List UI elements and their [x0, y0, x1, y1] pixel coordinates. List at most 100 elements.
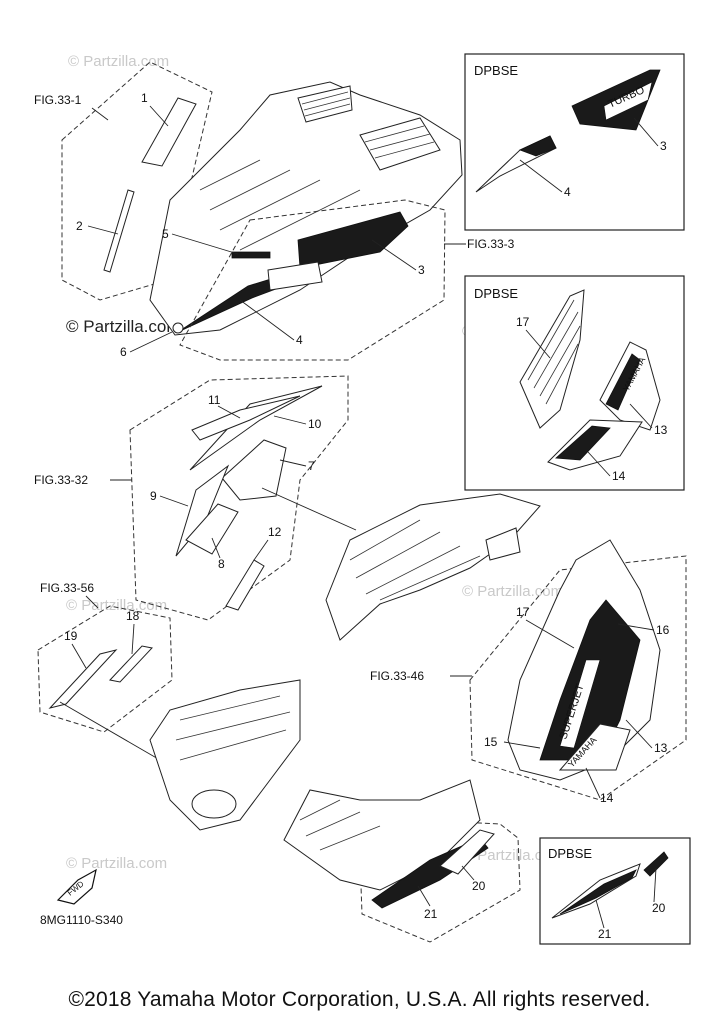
- leader: [131, 623, 135, 655]
- right-hull-side-assembly: SUPERJET YAMAHA: [507, 539, 661, 781]
- leader: [279, 459, 307, 467]
- leader: [261, 487, 357, 531]
- callout-20-dpbse: 20: [652, 901, 666, 915]
- leader: [461, 865, 475, 881]
- leader: [211, 537, 221, 559]
- decal-part-20-dpbse: [643, 851, 669, 877]
- callout-18: 18: [126, 609, 140, 623]
- decal-part-3-dpbse: TURBO: [571, 69, 661, 131]
- callout-5: 5: [162, 227, 169, 241]
- fig-ref-33-46: FIG.33-46: [370, 669, 424, 683]
- callout-14-dpbse: 14: [612, 469, 626, 483]
- fig-33-46-outline: [469, 555, 687, 801]
- callout-20: 20: [472, 879, 486, 893]
- decal-part-19: [48, 649, 118, 709]
- callout-15: 15: [484, 735, 498, 749]
- part-6-fastener: [172, 322, 184, 334]
- lower-hull-assembly: [283, 779, 495, 909]
- fig-33-56-outline: [37, 605, 173, 733]
- decal-part-5: [231, 251, 271, 259]
- fig-33-3-outline: [179, 199, 446, 361]
- leader: [417, 885, 431, 907]
- fig-33-32-outline: [129, 375, 349, 621]
- leader: [253, 539, 269, 561]
- leader: [629, 403, 653, 429]
- callout-12: 12: [268, 525, 282, 539]
- decal-part-1: [141, 97, 197, 167]
- leader: [503, 741, 541, 749]
- callout-1: 1: [141, 91, 148, 105]
- callout-6: 6: [120, 345, 127, 359]
- dpbse-box-2-title: DPBSE: [474, 286, 518, 301]
- leader: [159, 495, 189, 507]
- fwd-arrow-icon: FWD: [56, 868, 97, 905]
- callout-2: 2: [76, 219, 83, 233]
- upper-hull-assembly: [149, 81, 463, 336]
- leader: [71, 643, 87, 669]
- decal-part-2: [103, 189, 135, 273]
- leader: [625, 719, 653, 749]
- callout-3-dpbse: 3: [660, 139, 667, 153]
- leader: [129, 331, 173, 353]
- diagram-code: 8MG1110-S340: [40, 913, 123, 927]
- callout-17-dpbse: 17: [516, 315, 530, 329]
- fig-ref-33-56: FIG.33-56: [40, 581, 94, 595]
- callout-21-dpbse: 21: [598, 927, 612, 941]
- leader: [633, 117, 659, 147]
- decal-part-14-dpbse: [547, 419, 643, 471]
- decal-part-13-dpbse: YAMAHA: [599, 341, 661, 431]
- leader: [653, 867, 657, 903]
- callout-19: 19: [64, 629, 78, 643]
- callout-3: 3: [418, 263, 425, 277]
- leader: [91, 107, 109, 121]
- watermark: © Partzilla.com: [66, 597, 167, 614]
- dpbse-box-3-title: DPBSE: [548, 846, 592, 861]
- callout-16: 16: [656, 623, 670, 637]
- fig-ref-33-3: FIG.33-3: [467, 237, 515, 251]
- leader: [59, 701, 161, 761]
- callout-11: 11: [208, 393, 221, 407]
- callout-8: 8: [218, 557, 225, 571]
- callout-4: 4: [296, 333, 303, 347]
- callout-21: 21: [424, 907, 438, 921]
- watermark: © Partzilla.com: [66, 855, 167, 872]
- leader: [149, 105, 169, 127]
- middle-hull-assembly: [325, 493, 541, 641]
- copyright-notice: ©2018 Yamaha Motor Corporation, U.S.A. A…: [68, 988, 651, 1011]
- leader: [217, 405, 241, 419]
- decal-part-7: [221, 439, 287, 501]
- decal-part-3-hull: [297, 211, 409, 269]
- lower-left-hull-assembly: [149, 679, 301, 831]
- decal-part-21-dpbse: [551, 863, 641, 919]
- decal-part-20-hull: [439, 829, 495, 875]
- leader: [85, 595, 99, 609]
- leader: [371, 239, 417, 271]
- callout-14-46: 14: [600, 791, 614, 805]
- callout-4-dpbse: 4: [564, 185, 571, 199]
- callout-9: 9: [150, 489, 157, 503]
- decal-part-8: [185, 503, 239, 555]
- callout-7: 7: [308, 459, 315, 473]
- leader: [239, 299, 295, 341]
- decal-part-4-dpbse: [475, 135, 557, 193]
- callout-10: 10: [308, 417, 322, 431]
- leader: [585, 767, 601, 799]
- fig-ref-33-1: FIG.33-1: [34, 93, 82, 107]
- decal-part-17-dpbse: [519, 289, 585, 429]
- leader: [519, 159, 563, 193]
- decal-part-18: [109, 645, 153, 683]
- leader: [617, 623, 655, 631]
- parts-diagram: © Partzilla.com © Partzilla.com © Partzi…: [34, 53, 691, 945]
- leader: [525, 619, 575, 649]
- callout-13-46: 13: [654, 741, 668, 755]
- watermark: © Partzilla.com: [462, 583, 563, 600]
- leader: [171, 233, 239, 255]
- callout-13-dpbse: 13: [654, 423, 668, 437]
- dpbse-box-1-title: DPBSE: [474, 63, 518, 78]
- leader: [87, 225, 119, 235]
- watermark-strong: © Partzilla.com: [66, 317, 181, 336]
- leader: [273, 415, 307, 425]
- watermark: © Partzilla.com: [462, 847, 563, 864]
- decal-part-12: [225, 559, 265, 611]
- callout-17-46: 17: [516, 605, 530, 619]
